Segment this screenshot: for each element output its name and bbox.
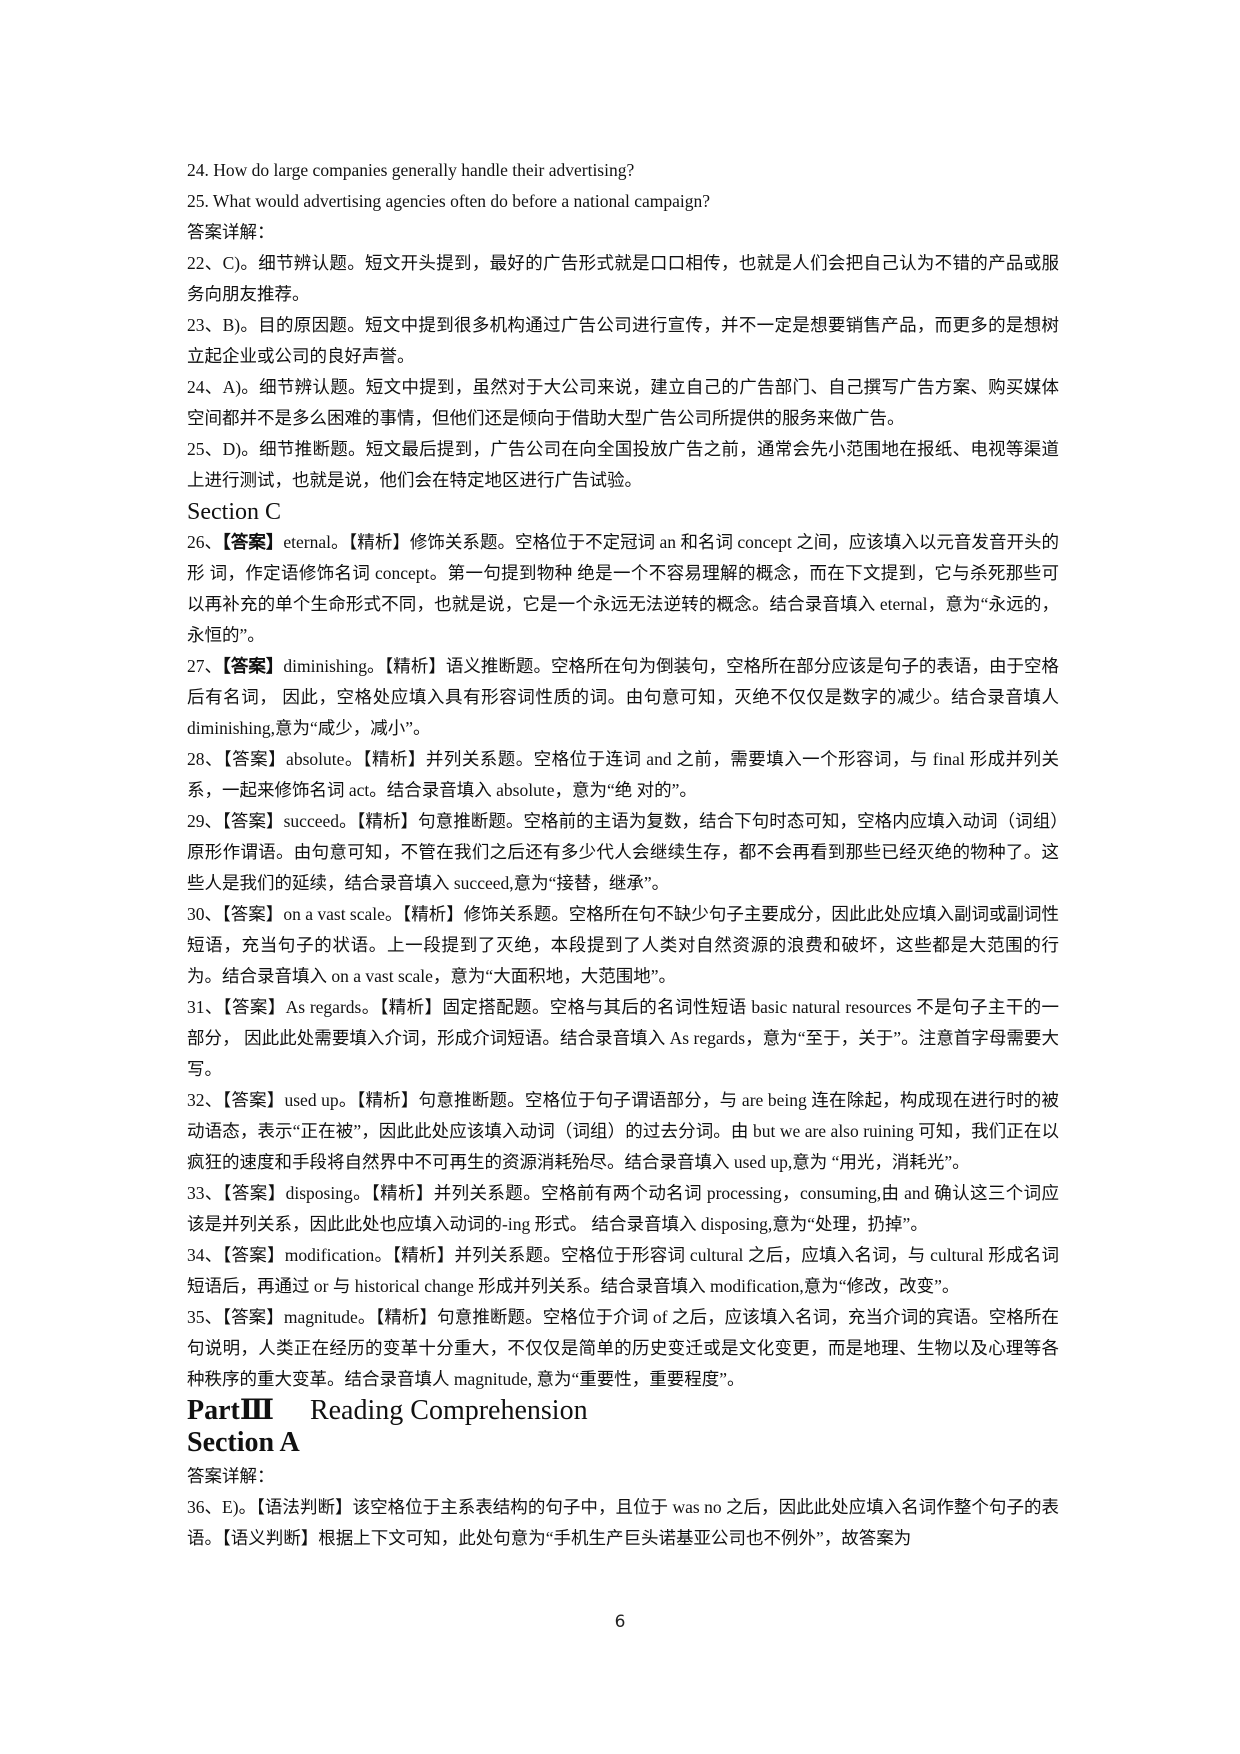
section-a-heading: Section A <box>187 1427 300 1458</box>
answer-text: diminishing。【精析】语义推断题。空格所在句为倒装句，空格所在部分应该… <box>187 656 1060 738</box>
answer-22: 22、C)。细节辨认题。短文开头提到，最好的广告形式就是口口相传，也就是人们会把… <box>187 253 1059 304</box>
answer-text: succeed。【精析】句意推断题。空格前的主语为复数，结合下句时态可知，空格内… <box>187 811 1060 893</box>
question-24: 24. How do large companies generally han… <box>187 160 635 180</box>
answer-35: 35、【答案】magnitude。【精析】句意推断题。空格位于介词 of 之后，… <box>187 1302 1059 1395</box>
answer-27: 27、【答案】diminishing。【精析】语义推断题。空格所在句为倒装句，空… <box>187 651 1059 744</box>
answer-30: 30、【答案】on a vast scale。【精析】修饰关系题。空格所在句不缺… <box>187 899 1059 992</box>
answer-tag: 【答案】 <box>222 656 284 676</box>
answer-31: 31、【答案】As regards。【精析】固定搭配题。空格与其后的名词性短语 … <box>187 992 1059 1085</box>
answer-number: 29、 <box>187 811 223 831</box>
answer-text: modification。【精析】并列关系题。空格位于形容词 cultural … <box>187 1245 1060 1296</box>
answer-number: 26、 <box>187 532 223 552</box>
answer-36: 36、E)。【语法判断】该空格位于主系表结构的句子中，且位于 was no 之后… <box>187 1497 1059 1548</box>
answer-34: 34、【答案】modification。【精析】并列关系题。空格位于形容词 cu… <box>187 1240 1059 1302</box>
answer-text: disposing。【精析】并列关系题。空格前有两个动名词 processing… <box>187 1183 1060 1234</box>
answer-tag: 【答案】 <box>222 1307 284 1327</box>
answer-explanation-heading-2: 答案详解： <box>187 1466 275 1486</box>
answer-29: 29、【答案】succeed。【精析】句意推断题。空格前的主语为复数，结合下句时… <box>187 806 1059 899</box>
answer-24: 24、A)。细节辨认题。短文中提到，虽然对于大公司来说，建立自己的广告部门、自己… <box>187 377 1059 428</box>
answer-tag: 【答案】 <box>222 997 286 1017</box>
answer-tag: 【答案】 <box>222 1245 285 1265</box>
answer-number: 27、 <box>187 656 223 676</box>
answer-number: 34、 <box>187 1245 223 1265</box>
answer-number: 33、 <box>187 1183 223 1203</box>
answer-26: 26、【答案】eternal。【精析】修饰关系题。空格位于不定冠词 an 和名词… <box>187 527 1059 651</box>
answer-text: eternal。【精析】修饰关系题。空格位于不定冠词 an 和名词 concep… <box>187 532 1060 645</box>
part-number: PartⅢ <box>187 1395 274 1426</box>
answer-32: 32、【答案】used up。【精析】句意推断题。空格位于句子谓语部分，与 ar… <box>187 1085 1059 1178</box>
answer-number: 30、 <box>187 904 223 924</box>
answer-23: 23、B)。目的原因题。短文中提到很多机构通过广告公司进行宣传，并不一定是想要销… <box>187 315 1059 366</box>
section-c-heading: Section C <box>187 499 281 525</box>
part-heading: PartⅢ Reading Comprehension <box>187 1395 1059 1427</box>
answer-number: 32、 <box>187 1090 223 1110</box>
answer-tag: 【答案】 <box>222 749 287 769</box>
answer-tag: 【答案】 <box>222 532 284 552</box>
answer-number: 28、 <box>187 749 223 769</box>
part-title: Reading Comprehension <box>309 1395 588 1426</box>
answer-text: used up。【精析】句意推断题。空格位于句子谓语部分，与 are being… <box>187 1090 1060 1172</box>
question-25: 25. What would advertising agencies ofte… <box>187 191 711 211</box>
answer-33: 33、【答案】disposing。【精析】并列关系题。空格前有两个动名词 pro… <box>187 1178 1059 1240</box>
answer-text: absolute。【精析】并列关系题。空格位于连词 and 之前，需要填入一个形… <box>187 749 1060 800</box>
page-content: 24. How do large companies generally han… <box>187 155 1059 1554</box>
answer-text: As regards。【精析】固定搭配题。空格与其后的名词性短语 basic n… <box>187 997 1060 1079</box>
answer-text: magnitude。【精析】句意推断题。空格位于介词 of 之后，应该填入名词，… <box>187 1307 1060 1389</box>
answer-25: 25、D)。细节推断题。短文最后提到，广告公司在向全国投放广告之前，通常会先小范… <box>187 439 1059 490</box>
answer-number: 35、 <box>187 1307 223 1327</box>
answer-text: on a vast scale。【精析】修饰关系题。空格所在句不缺少句子主要成分… <box>187 904 1060 986</box>
answer-number: 31、 <box>187 997 223 1017</box>
answer-28: 28、【答案】absolute。【精析】并列关系题。空格位于连词 and 之前，… <box>187 744 1059 806</box>
answer-explanation-heading: 答案详解： <box>187 222 275 242</box>
answer-tag: 【答案】 <box>222 1090 285 1110</box>
answer-tag: 【答案】 <box>222 1183 286 1203</box>
answer-tag: 【答案】 <box>222 904 284 924</box>
answer-tag: 【答案】 <box>222 811 284 831</box>
page-number: 6 <box>614 1612 626 1632</box>
